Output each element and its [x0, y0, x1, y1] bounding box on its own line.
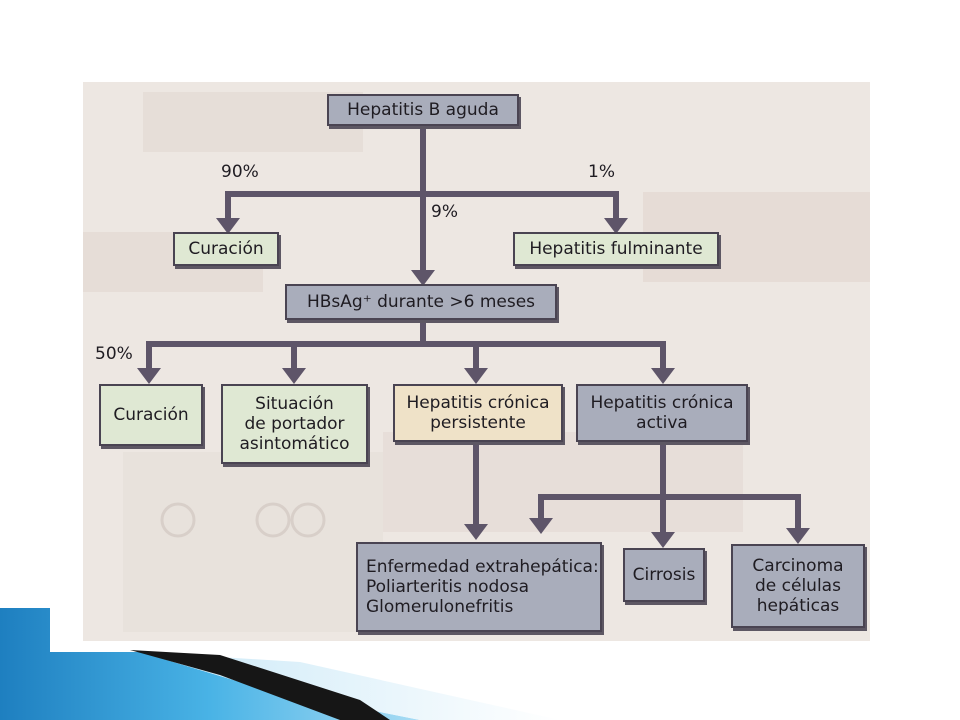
- node-curacion-2: Curación: [99, 384, 203, 446]
- label-1-percent: 1%: [588, 162, 615, 182]
- node-hepatitis-cronica-persistente: Hepatitis crónica persistente: [393, 384, 563, 442]
- node-cirrosis: Cirrosis: [623, 548, 705, 602]
- node-hepatitis-fulminante: Hepatitis fulminante: [513, 232, 719, 266]
- label-9-percent: 9%: [431, 202, 458, 222]
- arrowhead-extrahepatica-1: [464, 524, 488, 540]
- node-hbsag-durante-6-meses: HBsAg⁺ durante >6 meses: [285, 284, 557, 320]
- arrowhead-portador: [282, 368, 306, 384]
- faded-background-illustration: [83, 92, 870, 632]
- arrowhead-curacion: [216, 218, 240, 234]
- node-carcinoma-celulas-hepaticas: Carcinoma de células hepáticas: [731, 544, 865, 628]
- flow-arrows: [137, 121, 810, 548]
- node-enfermedad-extrahepatica: Enfermedad extrahepática: Poliarteritis …: [356, 542, 602, 632]
- node-hepatitis-b-aguda: Hepatitis B aguda: [327, 94, 519, 126]
- hepatitis-b-flowchart: Hepatitis B aguda Curación Hepatitis ful…: [83, 82, 870, 641]
- node-hepatitis-cronica-activa: Hepatitis crónica activa: [576, 384, 748, 442]
- arrowhead-activa: [651, 368, 675, 384]
- blue-corner-band: [0, 608, 420, 720]
- node-portador-asintomatico: Situación de portador asintomático: [221, 384, 368, 464]
- dark-swoosh: [130, 650, 390, 720]
- label-90-percent: 90%: [221, 162, 259, 182]
- node-curacion: Curación: [173, 232, 279, 266]
- label-50-percent: 50%: [95, 344, 133, 364]
- arrowhead-extrahepatica-2: [529, 518, 553, 534]
- arrowhead-fulminante: [604, 218, 628, 234]
- arrowhead-persistente: [464, 368, 488, 384]
- arrowhead-cirrosis: [651, 532, 675, 548]
- arrowhead-hbsag: [411, 270, 435, 286]
- arrowhead-curacion-2: [137, 368, 161, 384]
- arrowhead-carcinoma: [786, 528, 810, 544]
